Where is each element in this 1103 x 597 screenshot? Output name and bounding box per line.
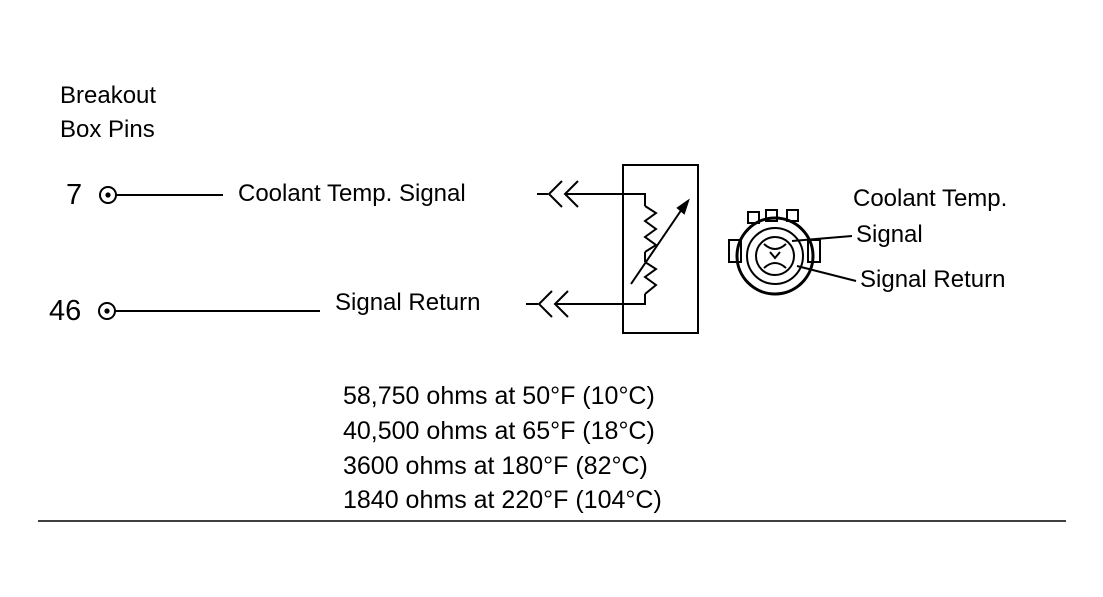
resistance-row-4: 1840 ohms at 220°F (104°C) xyxy=(343,486,662,514)
pin-label-coolant-temp-signal: Coolant Temp. Signal xyxy=(238,180,466,207)
breakout-header-line2: Box Pins xyxy=(60,116,155,143)
pin-7-terminal xyxy=(99,186,117,204)
sensor-connector-icon xyxy=(728,209,857,296)
pin-number-46: 46 xyxy=(49,295,82,327)
pin-46-terminal xyxy=(98,302,116,320)
breakout-header-line1: Breakout xyxy=(60,82,157,109)
connector-return-label: Signal Return xyxy=(860,266,1006,293)
pin-label-signal-return: Signal Return xyxy=(335,289,481,316)
sensor-box xyxy=(622,164,699,334)
resistance-row-2: 40,500 ohms at 65°F (18°C) xyxy=(343,417,655,445)
connector-symbol-return xyxy=(526,290,646,318)
connector-signal-label: Signal xyxy=(856,221,923,248)
resistance-row-3: 3600 ohms at 180°F (82°C) xyxy=(343,452,648,480)
resistance-row-1: 58,750 ohms at 50°F (10°C) xyxy=(343,382,655,410)
connector-symbol-signal xyxy=(537,180,646,208)
pin-number-7: 7 xyxy=(66,179,83,211)
connector-title: Coolant Temp. xyxy=(853,185,1008,212)
thermistor-icon xyxy=(630,198,690,295)
